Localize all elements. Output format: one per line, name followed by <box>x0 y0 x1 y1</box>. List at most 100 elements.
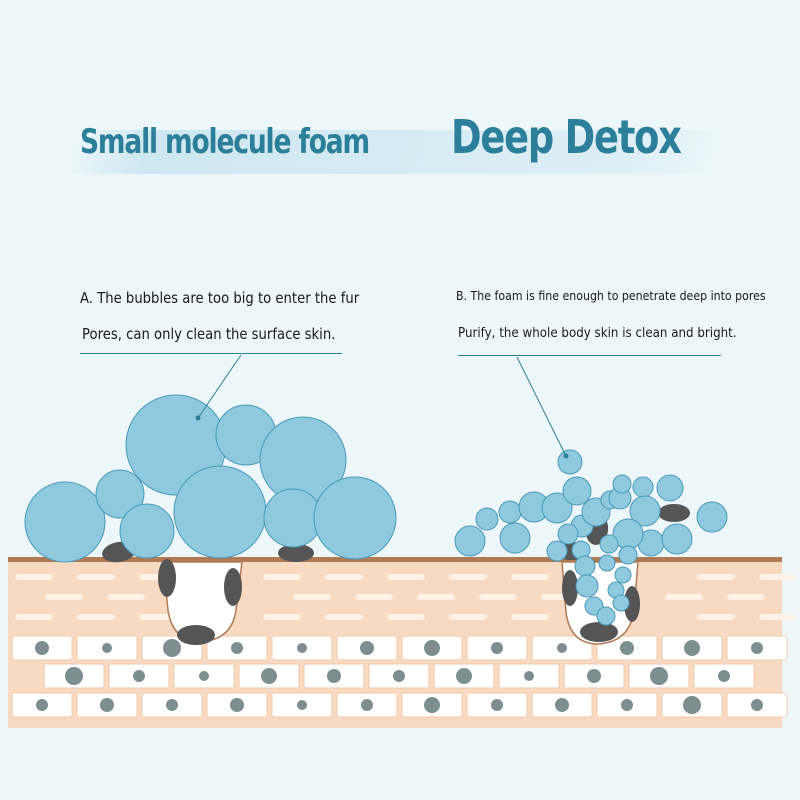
cell-nucleus <box>557 643 567 653</box>
dirt-particle <box>224 568 242 606</box>
caption-b-underline <box>458 355 721 356</box>
fine-bubble <box>696 501 728 533</box>
cell-nucleus <box>491 642 503 654</box>
skin-dash <box>479 594 517 600</box>
skin-dash <box>325 574 363 580</box>
cell-nucleus <box>297 643 307 653</box>
fine-bubble <box>598 554 616 572</box>
skin-dash <box>697 574 735 580</box>
fine-bubble <box>499 522 531 554</box>
cell-nucleus <box>683 696 701 714</box>
cell-nucleus <box>424 697 440 713</box>
skin-dash <box>387 614 425 620</box>
cell-nucleus <box>100 698 114 712</box>
skin-dash <box>139 614 177 620</box>
fine-bubble <box>614 566 632 584</box>
fine-bubble <box>575 574 599 598</box>
cell-nucleus <box>360 641 374 655</box>
cell-nucleus <box>718 670 730 682</box>
skin-dash <box>263 614 301 620</box>
fine-bubble <box>475 507 499 531</box>
skin-dash <box>45 594 83 600</box>
skin-dash <box>727 594 765 600</box>
fine-bubble <box>557 449 583 475</box>
title-banner: Small molecule foam Deep Detox <box>0 100 800 190</box>
skin-dash <box>355 594 393 600</box>
cell-nucleus <box>65 667 83 685</box>
cell-nucleus <box>621 699 633 711</box>
cell-nucleus <box>261 668 277 684</box>
skin-dash <box>15 574 53 580</box>
pointer-line-a <box>197 354 242 419</box>
dirt-particle <box>580 622 618 642</box>
fine-bubble <box>632 476 654 498</box>
cell-grid <box>11 635 788 718</box>
cell-nucleus <box>393 670 405 682</box>
skin-dash <box>759 574 797 580</box>
cell-nucleus <box>751 699 763 711</box>
cell-nucleus <box>102 643 112 653</box>
large-bubble <box>263 488 323 548</box>
skin-dash <box>107 594 145 600</box>
fine-bubble <box>498 500 522 524</box>
cell-nucleus <box>36 699 48 711</box>
large-bubble <box>95 469 145 519</box>
fine-bubble <box>612 594 630 612</box>
large-bubbles <box>24 394 397 563</box>
cell-nucleus <box>231 642 243 654</box>
caption-a-underline <box>80 353 342 354</box>
skin-dash <box>449 574 487 580</box>
cell-nucleus <box>587 669 601 683</box>
fine-bubble <box>599 534 619 554</box>
fine-bubbles <box>454 449 728 626</box>
fine-bubble <box>618 545 638 565</box>
large-bubble <box>173 465 267 559</box>
fine-bubble <box>541 492 573 524</box>
cell-nucleus <box>555 698 569 712</box>
dirt-particle <box>624 586 640 622</box>
fine-bubble <box>546 540 568 562</box>
dirt-particle <box>177 625 215 645</box>
cell-nucleus <box>297 700 307 710</box>
cell-nucleus <box>199 671 209 681</box>
caption-a-line1: A. The bubbles are too big to enter the … <box>80 289 360 307</box>
skin-surface-line <box>8 557 782 562</box>
cell-nucleus <box>163 639 181 657</box>
fine-bubble <box>596 606 616 626</box>
skin-dash <box>665 594 703 600</box>
dirt-particle <box>278 544 314 562</box>
pointer-line-b <box>516 356 567 457</box>
skin-dash <box>387 574 425 580</box>
skin-dash <box>325 614 363 620</box>
caption-b-line1: B. The foam is fine enough to penetrate … <box>456 288 766 303</box>
title-small: Small molecule foam <box>80 122 370 162</box>
skin-dash <box>77 614 115 620</box>
cell-nucleus <box>424 640 440 656</box>
cell-nucleus <box>524 671 534 681</box>
cell-nucleus <box>684 640 700 656</box>
caption-b-line2: Purify, the whole body skin is clean and… <box>458 325 737 341</box>
fine-bubble <box>661 523 693 555</box>
skin-dash <box>697 614 735 620</box>
cell-nucleus <box>166 699 178 711</box>
large-bubble <box>313 476 397 560</box>
fine-bubble <box>629 495 661 527</box>
dirt-particle <box>562 570 578 606</box>
fine-bubble <box>557 523 579 545</box>
skin-dash <box>77 574 115 580</box>
skin-dash <box>15 614 53 620</box>
cell-nucleus <box>650 667 668 685</box>
fine-bubble <box>454 525 486 557</box>
cell-nucleus <box>133 670 145 682</box>
fine-bubble <box>612 474 632 494</box>
skin-dash <box>449 614 487 620</box>
cell-nucleus <box>456 668 472 684</box>
title-big: Deep Detox <box>451 110 682 164</box>
fine-bubble <box>562 476 592 506</box>
skin-dash <box>293 594 331 600</box>
cell-nucleus <box>327 669 341 683</box>
caption-a-line2: Pores, can only clean the surface skin. <box>82 325 336 343</box>
large-bubble <box>119 503 175 559</box>
